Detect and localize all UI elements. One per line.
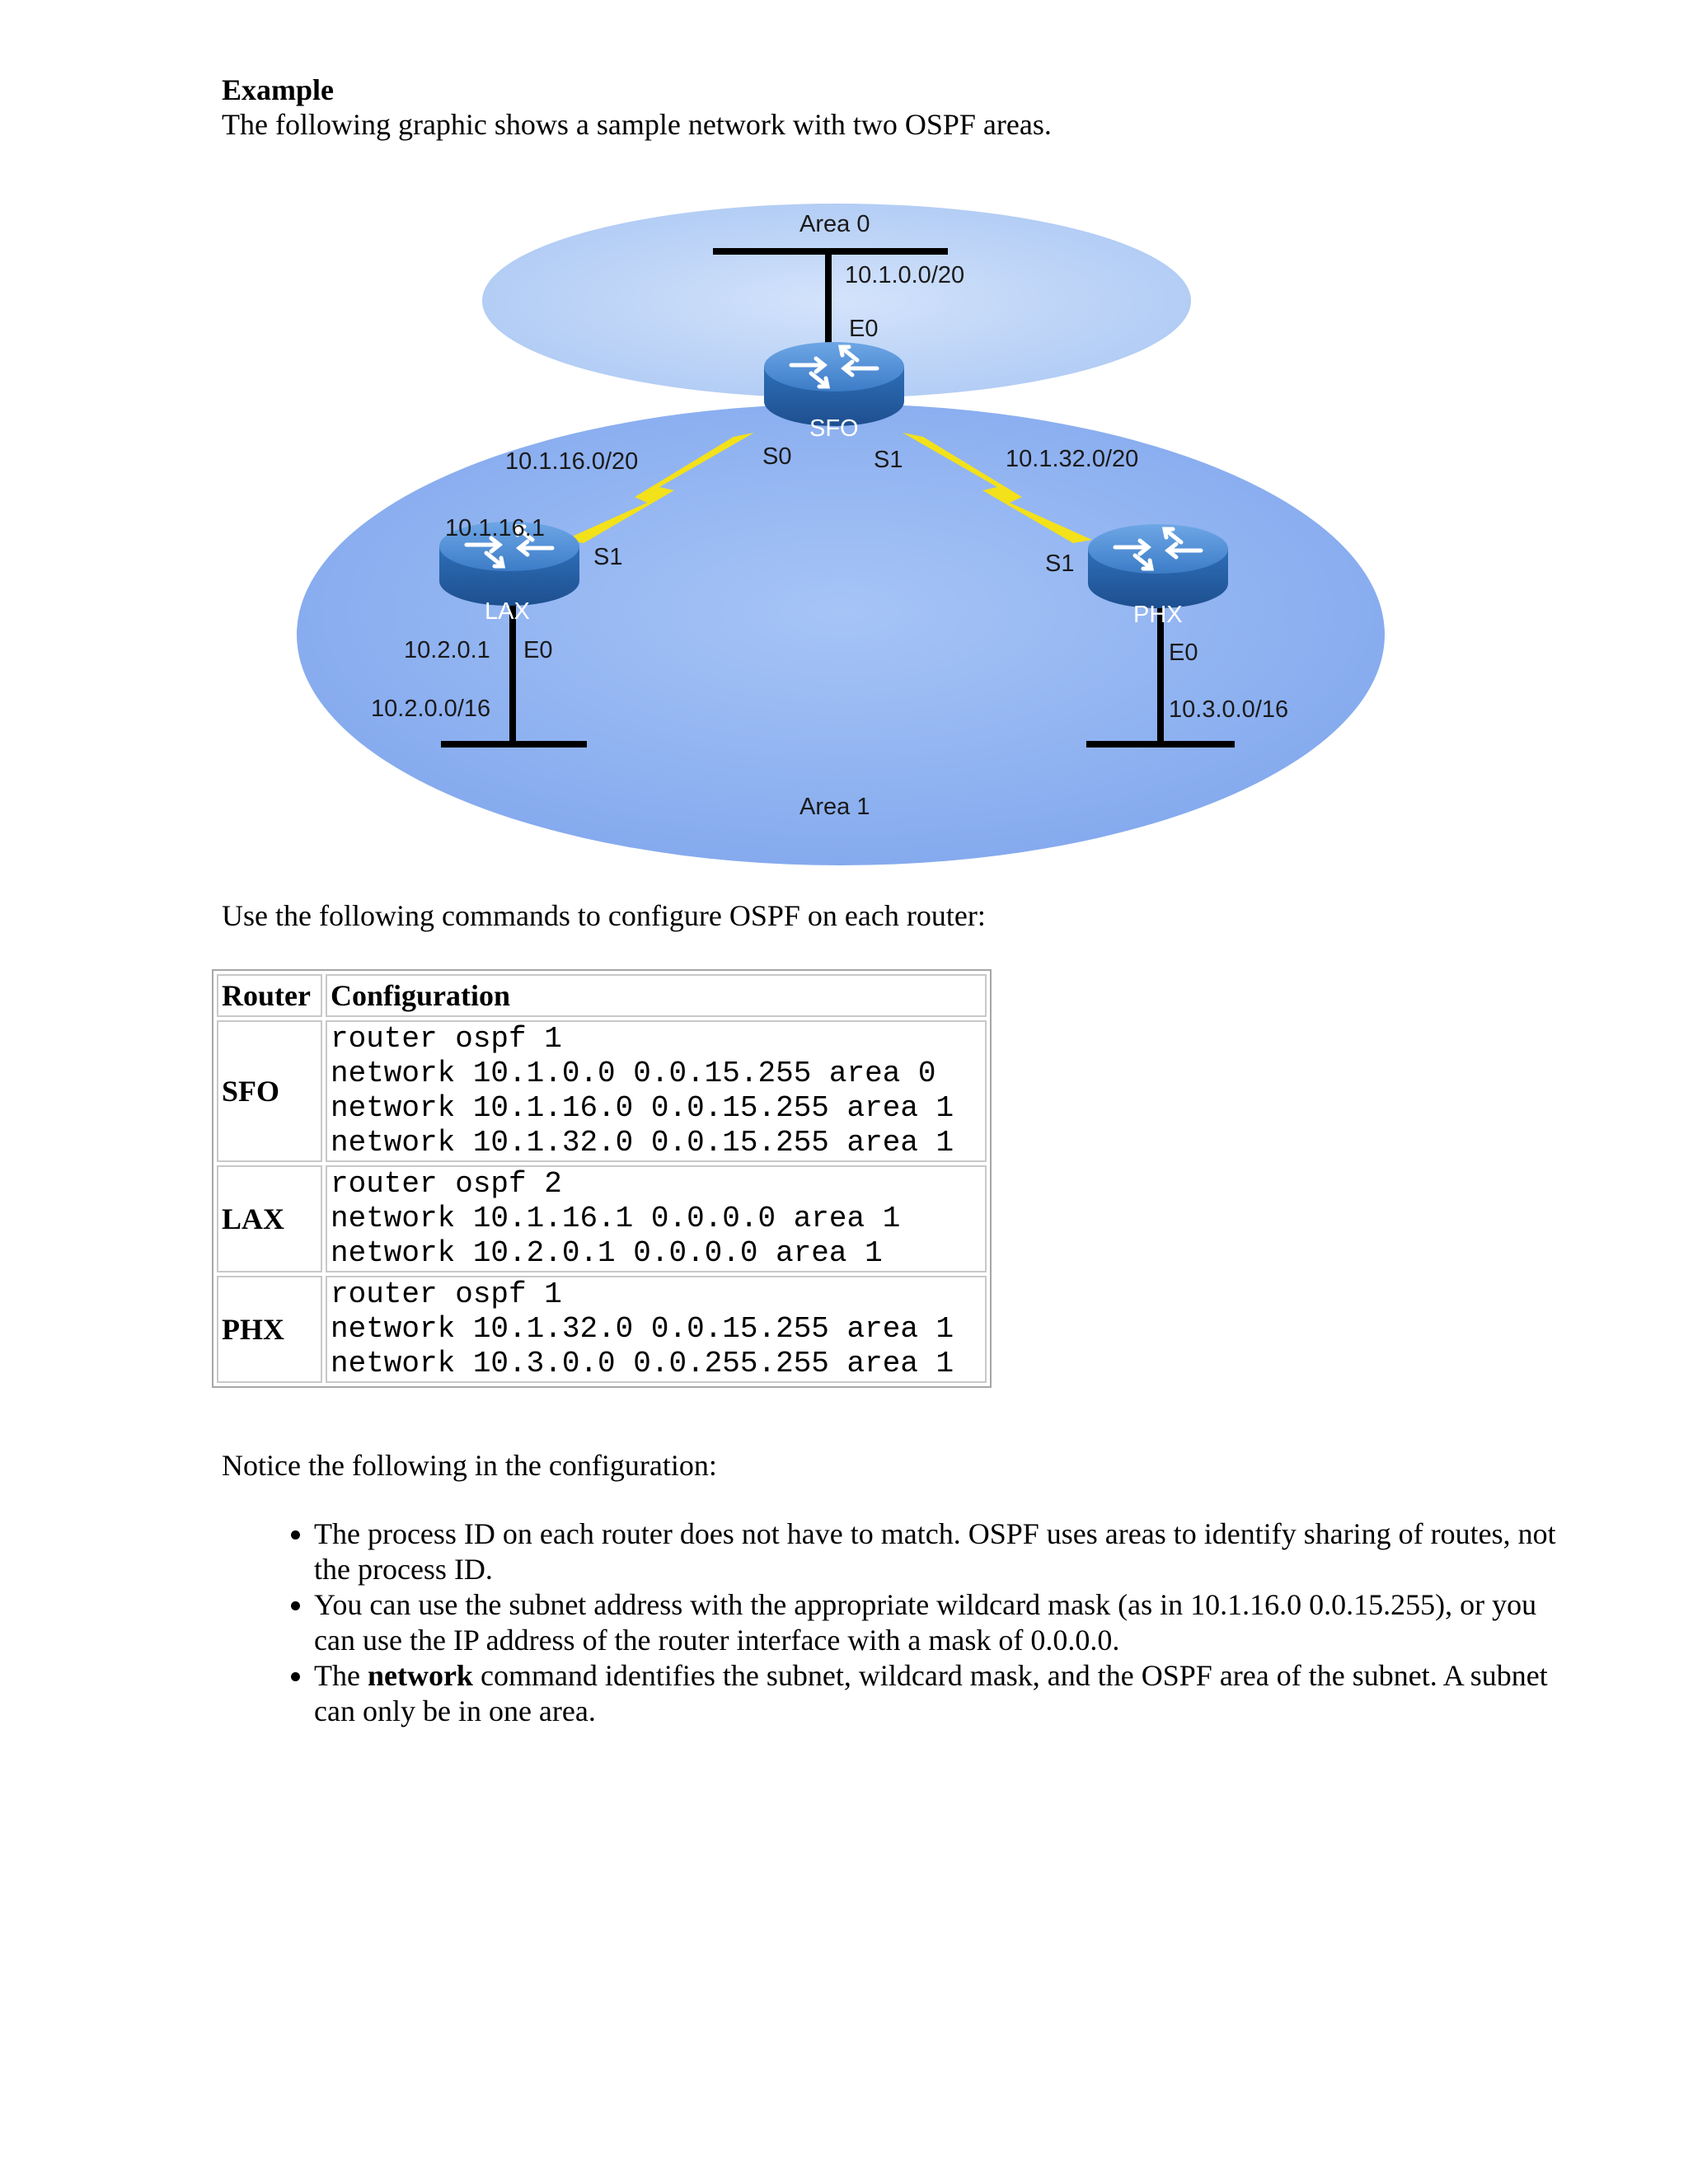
commands-intro: Use the following commands to configure … xyxy=(222,899,986,932)
router-name-cell: PHX xyxy=(217,1276,322,1383)
phx-lan-subnet-label: 10.3.0.0/16 xyxy=(1169,696,1288,723)
router-phx-icon xyxy=(1088,524,1228,608)
list-item: The process ID on each router does not h… xyxy=(314,1516,1567,1587)
intro-text: The following graphic shows a sample net… xyxy=(222,108,1052,141)
router-sfo-icon xyxy=(764,342,904,426)
phx-s1-label: S1 xyxy=(1045,551,1074,577)
phx-name-label: PHX xyxy=(1133,602,1183,628)
table-row: PHX router ospf 1 network 10.1.32.0 0.0.… xyxy=(217,1276,987,1383)
area0-region xyxy=(482,204,1191,398)
sfo-s0-label: S0 xyxy=(762,443,791,470)
table-row: LAX router ospf 2 network 10.1.16.1 0.0.… xyxy=(217,1165,987,1272)
header-configuration: Configuration xyxy=(326,974,987,1017)
table-row: SFO router ospf 1 network 10.1.0.0 0.0.1… xyxy=(217,1020,987,1162)
sfo-phx-link-subnet: 10.1.32.0/20 xyxy=(1006,446,1138,472)
area1-label: Area 1 xyxy=(799,794,870,820)
sfo-subnet-label: 10.1.0.0/20 xyxy=(845,262,964,288)
ospf-config-table: Router Configuration SFO router ospf 1 n… xyxy=(212,969,992,1388)
area1-region xyxy=(297,404,1385,865)
sfo-e0-label: E0 xyxy=(849,316,878,342)
list-item: The network command identifies the subne… xyxy=(314,1658,1567,1729)
area0-label: Area 0 xyxy=(799,211,870,237)
sfo-lax-link-subnet: 10.1.16.0/20 xyxy=(505,448,638,475)
bullet-text-pre: The xyxy=(314,1659,368,1692)
lax-lan-subnet-label: 10.2.0.0/16 xyxy=(371,696,490,722)
section-heading: Example xyxy=(222,73,335,106)
sfo-s1-label: S1 xyxy=(874,447,903,473)
table-header-row: Router Configuration xyxy=(217,974,987,1017)
lax-serial-ip-label: 10.1.16.1 xyxy=(445,515,545,541)
list-item: You can use the subnet address with the … xyxy=(314,1587,1567,1658)
notice-text: Notice the following in the configuratio… xyxy=(222,1449,717,1482)
router-config-cell: router ospf 2 network 10.1.16.1 0.0.0.0 … xyxy=(326,1165,987,1272)
lax-e0-ip-label: 10.2.0.1 xyxy=(404,637,490,663)
serial-link-sfo-lax xyxy=(565,433,754,543)
lax-name-label: LAX xyxy=(485,598,530,625)
bullet-text-post: command identifies the subnet, wildcard … xyxy=(314,1659,1548,1727)
header-router: Router xyxy=(217,974,322,1017)
router-config-cell: router ospf 1 network 10.1.32.0 0.0.15.2… xyxy=(326,1276,987,1383)
phx-e0-label: E0 xyxy=(1169,640,1198,666)
ospf-network-diagram: Area 0 10.1.0.0/20 E0 SFO S0 S1 10.1.16.… xyxy=(297,204,1385,865)
notes-list: The process ID on each router does not h… xyxy=(222,1516,1567,1729)
sfo-name-label: SFO xyxy=(809,415,859,442)
network-keyword: network xyxy=(367,1659,473,1692)
serial-link-sfo-phx xyxy=(903,433,1092,543)
router-name-cell: SFO xyxy=(217,1020,322,1162)
router-name-cell: LAX xyxy=(217,1165,322,1272)
router-config-cell: router ospf 1 network 10.1.0.0 0.0.15.25… xyxy=(326,1020,987,1162)
lax-s1-label: S1 xyxy=(593,544,622,570)
lax-e0-label: E0 xyxy=(523,637,552,663)
